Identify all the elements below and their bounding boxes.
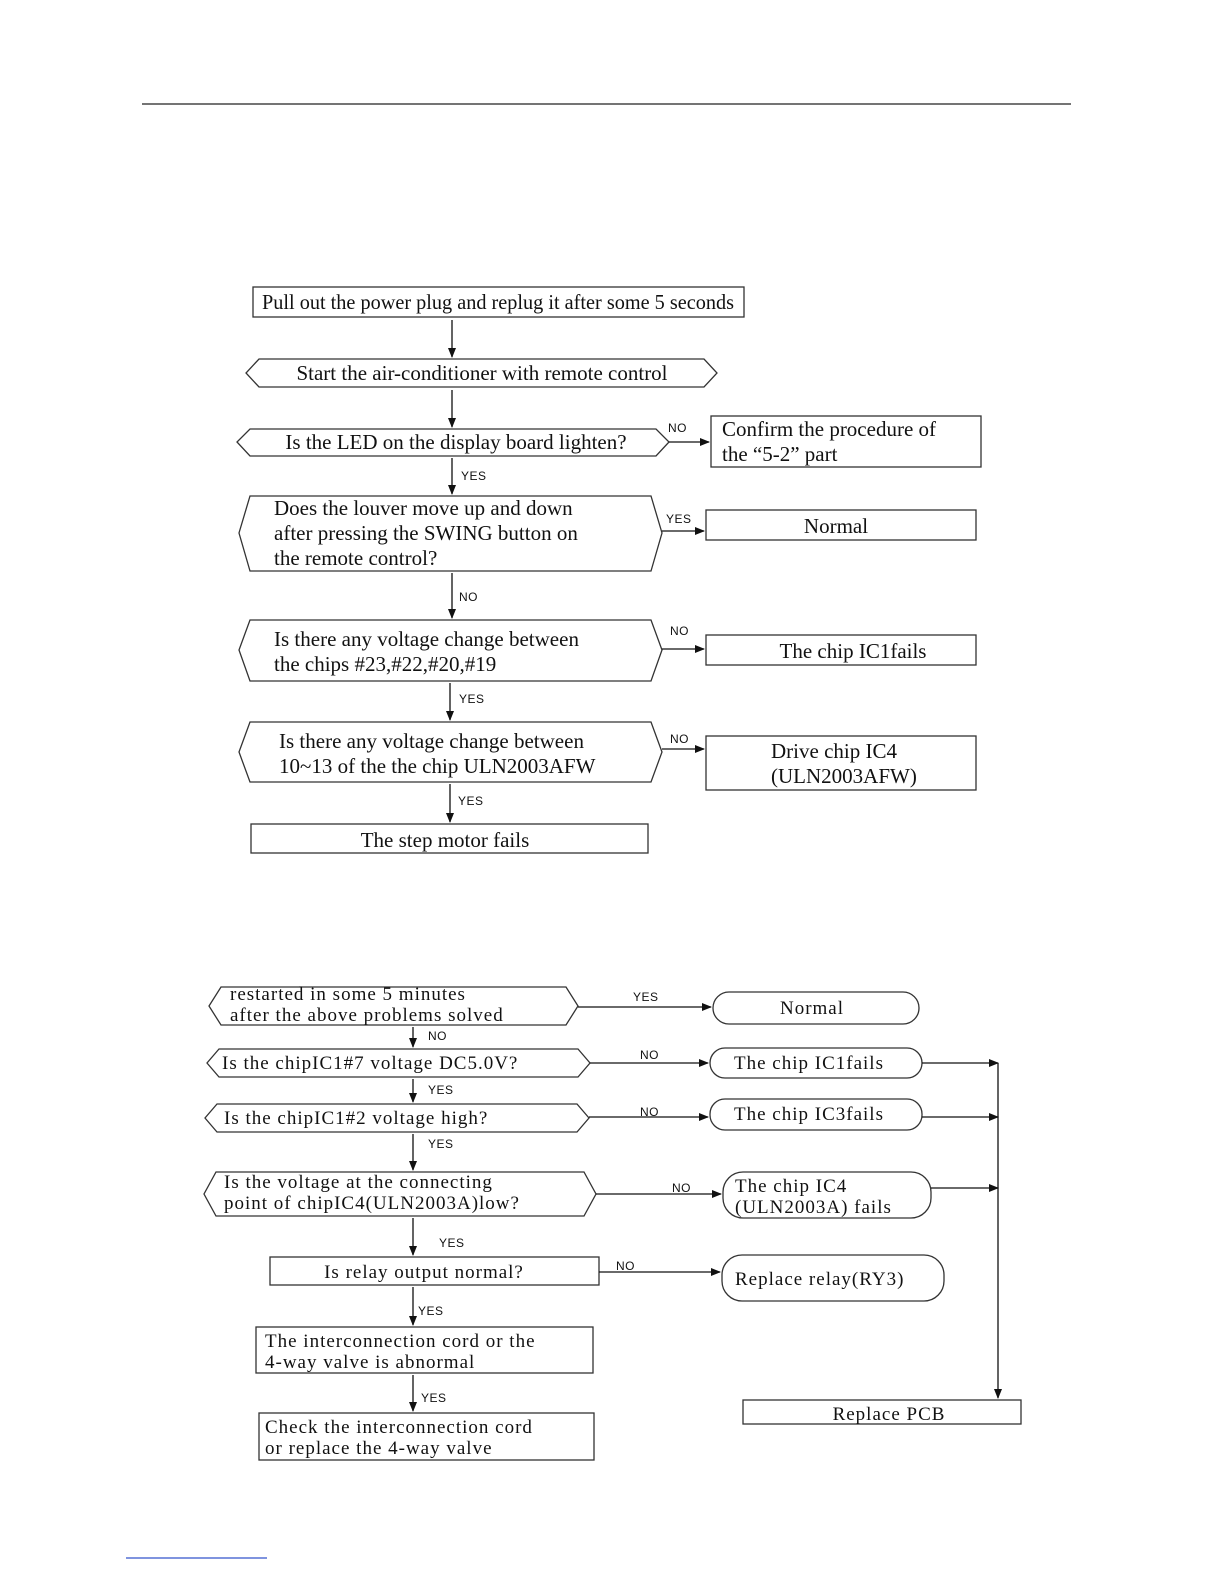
step-replug-text: Pull out the power plug and replug it af… bbox=[262, 290, 734, 314]
result-drive-ic4-box bbox=[705, 735, 977, 791]
label-yes: YES bbox=[666, 512, 692, 526]
result-drive-ic4-line1: Drive chip IC4 bbox=[771, 739, 897, 763]
result-check-cord-line1: Check the interconnection cord bbox=[265, 1417, 533, 1438]
step-cord-abnormal-line1: The interconnection cord or the bbox=[265, 1331, 536, 1352]
result-normal-text: Normal bbox=[780, 998, 844, 1019]
result-check-cord-line2: or replace the 4-way valve bbox=[265, 1438, 493, 1459]
result-ic4-fails-line2: (ULN2003A) fails bbox=[735, 1197, 892, 1218]
decision-led bbox=[236, 428, 670, 457]
label-yes: YES bbox=[421, 1391, 447, 1405]
label-no: NO bbox=[672, 1181, 691, 1195]
label-yes: YES bbox=[459, 692, 485, 706]
label-no: NO bbox=[428, 1029, 447, 1043]
result-ic3-fails-text: The chip IC3fails bbox=[734, 1104, 884, 1125]
decision-uln-voltage-line2: 10~13 of the the chip ULN2003AFW bbox=[279, 754, 596, 778]
result-ic3-fails-box bbox=[709, 1098, 923, 1131]
decision-ic1-pin7 bbox=[206, 1048, 591, 1078]
result-step-motor-fails-text: The step motor fails bbox=[361, 828, 530, 852]
result-normal-box bbox=[712, 991, 920, 1025]
step-start-ac bbox=[245, 358, 718, 388]
label-yes: YES bbox=[428, 1083, 454, 1097]
result-check-cord-box bbox=[258, 1412, 595, 1461]
decision-chips-voltage-line2: the chips #23,#22,#20,#19 bbox=[274, 652, 496, 676]
step-start-ac-text: Start the air-conditioner with remote co… bbox=[296, 361, 667, 385]
label-no: NO bbox=[670, 624, 689, 638]
decision-restarted bbox=[208, 986, 579, 1026]
label-yes: YES bbox=[439, 1236, 465, 1250]
decision-ic4-voltage-line2: point of chipIC4(ULN2003A)low? bbox=[224, 1193, 520, 1214]
decision-uln-voltage bbox=[238, 721, 663, 783]
label-yes: YES bbox=[633, 990, 659, 1004]
decision-restarted-line1: restarted in some 5 minutes bbox=[230, 984, 466, 1005]
decision-uln-voltage-line1: Is there any voltage change between bbox=[279, 729, 584, 753]
label-yes: YES bbox=[428, 1137, 454, 1151]
decision-restarted-line2: after the above problems solved bbox=[230, 1005, 504, 1026]
label-no: NO bbox=[616, 1259, 635, 1273]
decision-louver-line1: Does the louver move up and down bbox=[274, 496, 573, 520]
decision-ic4-voltage-line1: Is the voltage at the connecting bbox=[224, 1172, 493, 1193]
step-cord-abnormal-box bbox=[255, 1326, 594, 1374]
result-replace-pcb-text: Replace PCB bbox=[833, 1404, 946, 1425]
result-replace-pcb-box bbox=[742, 1399, 1022, 1425]
label-no: NO bbox=[459, 590, 478, 604]
decision-chips-voltage-line1: Is there any voltage change between bbox=[274, 627, 579, 651]
label-no: NO bbox=[640, 1105, 659, 1119]
label-yes: YES bbox=[418, 1304, 444, 1318]
step-replug-box bbox=[252, 286, 745, 318]
decision-louver-line2: after pressing the SWING button on bbox=[274, 521, 578, 545]
result-confirm-procedure-line1: Confirm the procedure of bbox=[722, 417, 936, 441]
flowchart-4way-valve: restarted in some 5 minutes after the ab… bbox=[203, 984, 1022, 1461]
label-no: NO bbox=[670, 732, 689, 746]
decision-ic4-voltage bbox=[203, 1171, 597, 1217]
result-ic1-fails-box bbox=[705, 634, 977, 666]
result-ic4-fails-box bbox=[722, 1171, 932, 1219]
result-normal-box bbox=[705, 509, 977, 541]
result-step-motor-fails-box bbox=[250, 823, 649, 854]
decision-louver-line3: the remote control? bbox=[274, 546, 437, 570]
decision-led-text: Is the LED on the display board lighten? bbox=[285, 430, 626, 454]
label-no: NO bbox=[640, 1048, 659, 1062]
label-yes: YES bbox=[461, 469, 487, 483]
result-confirm-procedure-box bbox=[710, 415, 982, 468]
result-replace-relay-box bbox=[721, 1254, 945, 1302]
result-drive-ic4-line2: (ULN2003AFW) bbox=[771, 764, 917, 788]
label-no: NO bbox=[668, 421, 687, 435]
result-normal-text: Normal bbox=[804, 514, 868, 538]
flowchart-louver: Pull out the power plug and replug it af… bbox=[236, 286, 982, 854]
decision-ic1-pin2-text: Is the chipIC1#2 voltage high? bbox=[224, 1108, 488, 1129]
decision-relay-output bbox=[269, 1256, 600, 1286]
decision-louver bbox=[238, 495, 663, 572]
result-confirm-procedure-line2: the “5-2” part bbox=[722, 442, 838, 466]
decision-chips-voltage bbox=[238, 619, 663, 682]
decision-ic1-pin2 bbox=[204, 1103, 590, 1133]
result-ic1-fails-text: The chip IC1fails bbox=[734, 1053, 884, 1074]
decision-relay-output-text: Is relay output normal? bbox=[324, 1262, 524, 1283]
result-ic1-fails-text: The chip IC1fails bbox=[780, 639, 927, 663]
step-cord-abnormal-line2: 4-way valve is abnormal bbox=[265, 1352, 475, 1373]
result-replace-relay-text: Replace relay(RY3) bbox=[735, 1269, 904, 1290]
decision-ic1-pin7-text: Is the chipIC1#7 voltage DC5.0V? bbox=[222, 1053, 518, 1074]
label-yes: YES bbox=[458, 794, 484, 808]
result-ic4-fails-line1: The chip IC4 bbox=[735, 1176, 847, 1197]
